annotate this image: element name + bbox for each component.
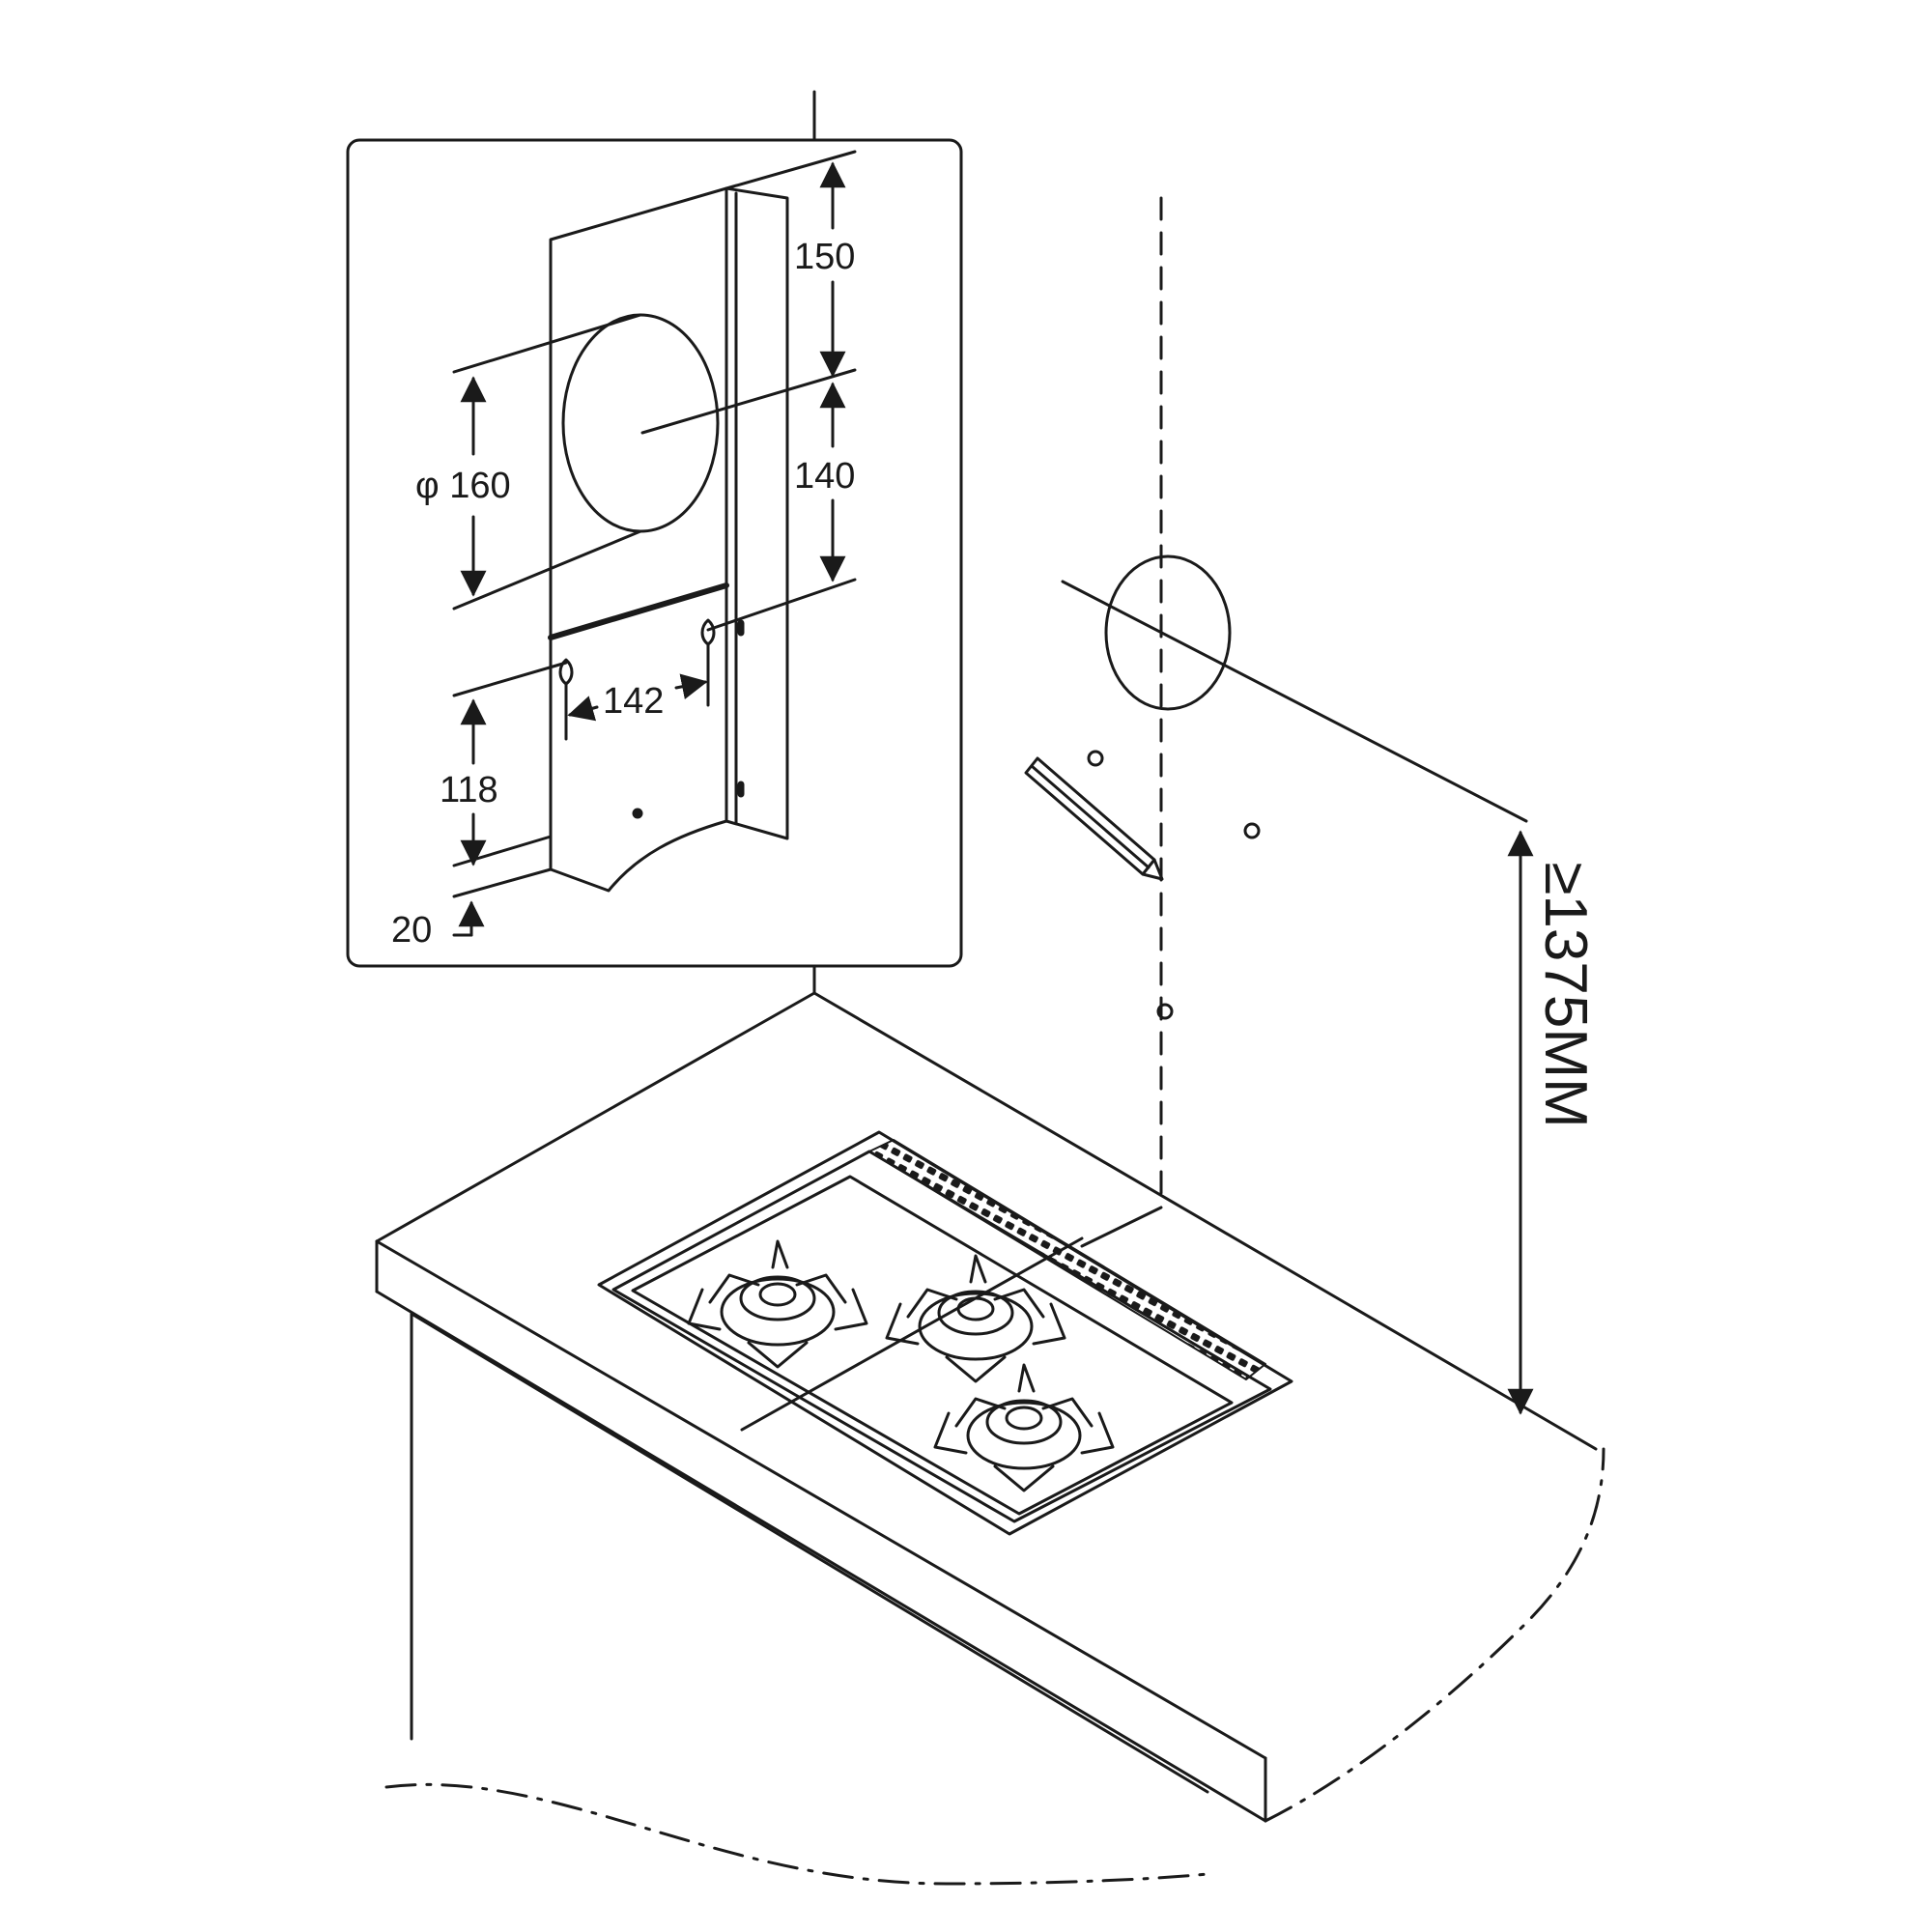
dim-label-20: 20	[391, 910, 432, 951]
dim-142-right	[674, 673, 708, 700]
dim-ext-hole-top	[452, 313, 642, 374]
countertop-break-line	[1264, 1447, 1605, 1823]
hole-reference-line	[1061, 580, 1528, 823]
screw-hole-right	[1243, 822, 1261, 839]
mounting-bracket	[548, 186, 789, 893]
dim-ext-hole-bottom	[452, 529, 642, 611]
gas-burner-icon	[933, 1363, 1115, 1492]
countertop-front-bottom-edge	[375, 1290, 1267, 1823]
dim-ext-bottom-edge	[452, 867, 553, 898]
cabinet-break-line	[384, 1782, 1209, 1886]
dim-ext-keyhole	[706, 578, 857, 632]
dim-label-160: φ 160	[415, 466, 511, 506]
dim-label-150: 150	[794, 237, 855, 277]
dim-label-142: 142	[603, 681, 664, 722]
keyhole-icon	[558, 658, 574, 741]
cabinet-top-edge	[410, 1312, 1209, 1794]
dim-142-left	[567, 696, 599, 722]
dim-ext-top	[724, 150, 857, 190]
screw-hole-bottom	[1156, 1003, 1174, 1020]
gas-cooktop	[597, 1130, 1293, 1536]
bracket-duct-hole	[561, 313, 720, 533]
screw-hole-left	[1087, 750, 1104, 767]
cooktop-grill-strip	[868, 1139, 1266, 1380]
pencil-icon	[1024, 756, 1164, 881]
gas-burner-icon	[687, 1239, 868, 1369]
dim-ext-keyhole-left	[452, 661, 568, 697]
countertop-front-top-edge	[375, 1239, 1267, 1760]
gas-burner-icon	[885, 1254, 1066, 1383]
dim-label-118: 118	[440, 770, 498, 810]
dim-ext-bracket-bottom	[452, 835, 553, 867]
dim-ext-center	[640, 368, 857, 435]
wall-base-line	[1080, 1206, 1163, 1248]
countertop-back-edges	[375, 991, 1598, 1451]
wall-hole	[1104, 554, 1232, 711]
keyhole-icon	[700, 618, 716, 707]
dim-label-140: 140	[794, 456, 855, 497]
detail-inset-frame	[346, 138, 963, 968]
dim-label-min-height: ≥1375MM	[1532, 862, 1599, 1127]
